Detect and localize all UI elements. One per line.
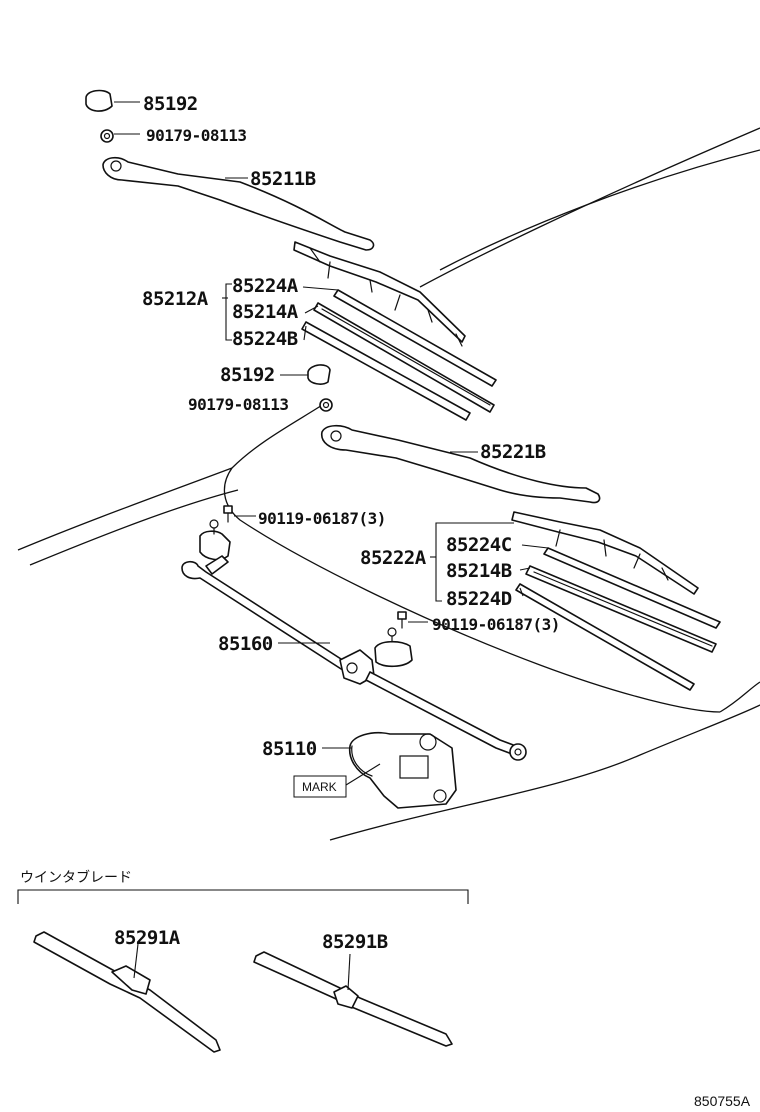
label-85214b: 85214B xyxy=(446,560,512,582)
label-85192-mid: 85192 xyxy=(220,364,275,386)
label-85291b: 85291B xyxy=(322,931,388,953)
wiper-blade-85212a xyxy=(293,241,466,347)
label-85224a: 85224A xyxy=(232,275,299,297)
label-90119-1: 90119-06187(3) xyxy=(258,509,386,528)
nut-90179-top xyxy=(100,129,140,143)
label-85212a: 85212A xyxy=(142,288,209,310)
rubber-85224b xyxy=(301,321,471,421)
rubber-85224d xyxy=(515,583,695,691)
label-85192-top: 85192 xyxy=(143,93,198,115)
cap-85192-mid xyxy=(280,364,331,385)
label-90119-2: 90119-06187(3) xyxy=(432,615,560,634)
insert-85214a xyxy=(313,302,495,413)
wiper-motor-85110 xyxy=(322,731,457,809)
label-90179-mid: 90179-08113 xyxy=(188,395,288,414)
label-85110: 85110 xyxy=(262,738,317,760)
rubber-85224a xyxy=(333,289,497,387)
label-85211b: 85211B xyxy=(250,168,316,190)
label-85224c: 85224C xyxy=(446,534,512,556)
wiper-blade-85222a xyxy=(511,511,699,595)
label-85221b: 85221B xyxy=(480,441,546,463)
bracket-85212a xyxy=(222,283,339,341)
label-90179-top: 90179-08113 xyxy=(146,126,246,145)
label-mark: MARK xyxy=(302,780,337,794)
label-winter-blade-section: ウインタブレード xyxy=(20,869,132,886)
bracket-85222a xyxy=(430,522,549,602)
winter-blade-85291b xyxy=(253,951,453,1047)
insert-85214b xyxy=(525,565,717,653)
label-85160: 85160 xyxy=(218,633,273,655)
label-diagram-code: 850755A xyxy=(694,1093,751,1109)
bolt-90119-2 xyxy=(397,611,428,629)
wiper-arm-85221b xyxy=(321,424,601,504)
label-85214a: 85214A xyxy=(232,301,299,323)
wiper-arm-85211b xyxy=(102,156,375,251)
cap-85192-top xyxy=(85,89,140,112)
linkage-85160 xyxy=(181,519,527,761)
label-85224d: 85224D xyxy=(446,588,512,610)
winter-blade-bracket xyxy=(17,889,469,904)
mark-box xyxy=(293,775,347,798)
vehicle-body-outline xyxy=(17,127,760,841)
label-85291a: 85291A xyxy=(114,927,181,949)
bolt-90119-1 xyxy=(223,505,256,523)
rubber-85224c xyxy=(543,547,721,629)
label-85222a: 85222A xyxy=(360,547,427,569)
winter-blade-85291a xyxy=(33,931,221,1053)
nut-90179-mid xyxy=(319,398,333,412)
label-85224b: 85224B xyxy=(232,328,298,350)
